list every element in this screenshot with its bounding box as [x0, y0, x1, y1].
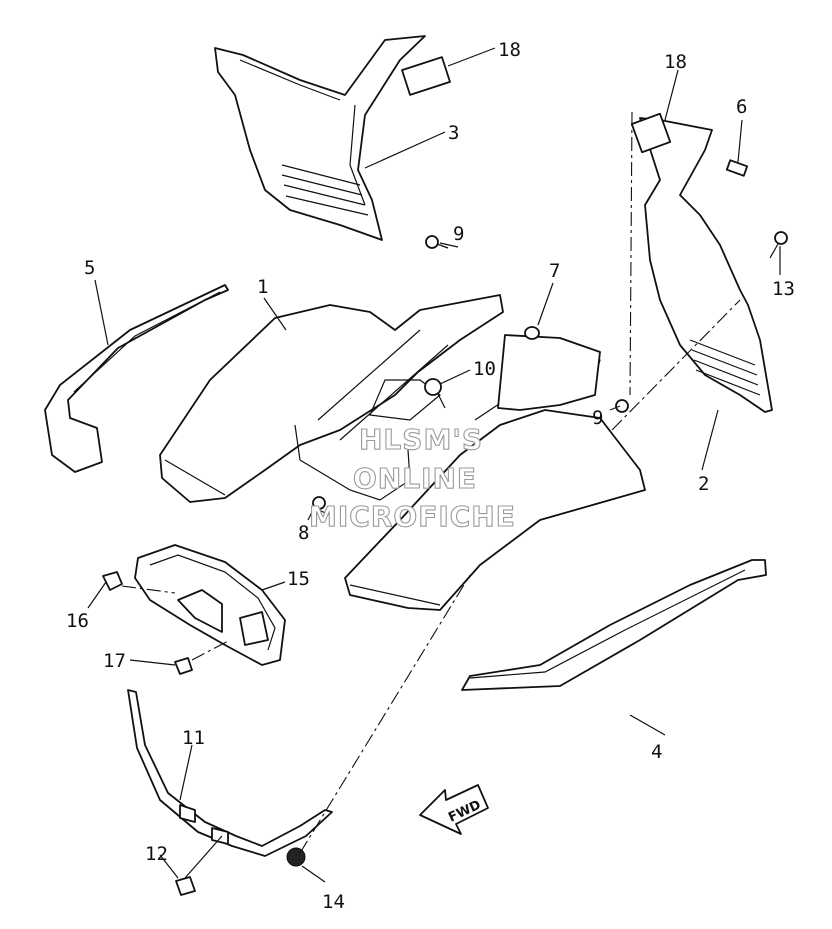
part-18-pad-upper — [401, 56, 451, 96]
nut-14 — [286, 847, 306, 867]
bolt-16 — [102, 571, 123, 591]
forward-arrow: FWD — [419, 784, 489, 835]
assembly-lines — [121, 111, 741, 854]
callout-16: 16 — [66, 610, 89, 632]
callouts: 18 3 18 6 9 5 1 7 13 10 9 2 8 15 16 17 1… — [66, 39, 795, 913]
part-11-rod — [127, 689, 333, 857]
callout-11: 11 — [182, 727, 205, 749]
callout-9-upper: 9 — [453, 223, 464, 245]
bolt-12 — [175, 876, 196, 896]
callout-13: 13 — [772, 278, 795, 300]
part-3-side-cover — [214, 35, 451, 241]
callout-8: 8 — [298, 522, 309, 544]
callout-10: 10 — [473, 358, 496, 380]
callout-4: 4 — [651, 741, 662, 763]
watermark: HLSM'S ONLINE MICROFICHE — [308, 422, 516, 533]
watermark-line-2: ONLINE — [353, 462, 477, 495]
callout-18-upper: 18 — [498, 39, 521, 61]
fasteners — [102, 159, 788, 896]
bolt-9-right — [615, 399, 629, 413]
part-4-trim — [461, 559, 767, 691]
callout-17: 17 — [103, 650, 126, 672]
callout-15: 15 — [287, 568, 310, 590]
part-5-trim — [44, 284, 229, 473]
bolt-17 — [174, 657, 193, 675]
part-2-side-cover — [630, 112, 773, 413]
part-18-pad-right — [630, 112, 672, 154]
washer-7 — [524, 326, 540, 340]
part-15-bracket — [134, 544, 286, 666]
callout-18-right: 18 — [664, 51, 687, 73]
pin-6 — [725, 159, 749, 177]
front-fender — [344, 334, 646, 611]
callout-2: 2 — [698, 473, 709, 495]
screw-13 — [774, 231, 788, 245]
callout-5: 5 — [84, 257, 95, 279]
watermark-line-1: HLSM'S — [359, 423, 483, 456]
callout-7: 7 — [549, 260, 560, 282]
screw-10 — [424, 378, 442, 396]
bolt-9-upper — [425, 235, 439, 249]
callout-12: 12 — [145, 843, 168, 865]
bolt-8 — [312, 496, 326, 510]
callout-3: 3 — [448, 122, 459, 144]
callout-1: 1 — [257, 276, 268, 298]
part-1-rear-fender — [159, 294, 504, 503]
callout-6: 6 — [736, 96, 747, 118]
fwd-arrow-icon — [419, 784, 489, 835]
callout-9-right: 9 — [592, 407, 603, 429]
watermark-line-3: MICROFICHE — [309, 500, 516, 533]
leader-lines — [87, 47, 781, 883]
callout-14: 14 — [322, 891, 345, 913]
